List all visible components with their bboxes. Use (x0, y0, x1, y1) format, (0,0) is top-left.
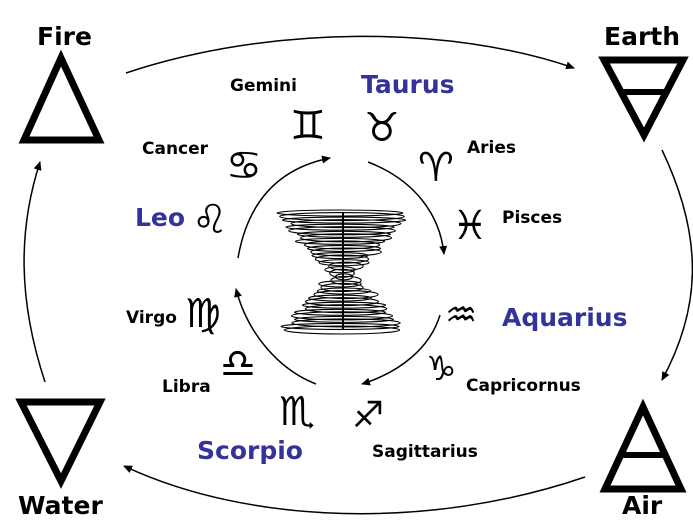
aquarius-glyph-icon: ♒ (445, 298, 477, 334)
scorpio-glyph-icon: ♏ (279, 392, 315, 432)
arrow-earth-to-air (662, 150, 692, 380)
element-label-fire: Fire (37, 24, 92, 49)
capricornus-glyph-icon: ♑ (426, 352, 456, 386)
libra-glyph-icon: ♎ (220, 344, 256, 384)
earth-triangle-icon (604, 60, 683, 135)
taurus-glyph-icon: ♉ (364, 108, 400, 148)
arrow-water-to-fire (24, 162, 45, 382)
element-label-water: Water (18, 493, 103, 518)
sign-label-aries: Aries (467, 140, 516, 157)
sign-label-pisces: Pisces (502, 210, 562, 227)
element-label-earth: Earth (604, 24, 680, 49)
sign-label-taurus: Taurus (361, 72, 455, 97)
fire-triangle-icon (24, 58, 99, 140)
sign-label-virgo: Virgo (126, 310, 177, 327)
gemini-glyph-icon: ♊ (290, 106, 326, 146)
virgo-glyph-icon: ♍ (185, 294, 221, 334)
pisces-glyph-icon: ♓ (452, 206, 488, 246)
air-triangle-icon (605, 407, 681, 489)
sign-label-scorpio: Scorpio (197, 438, 303, 463)
sign-label-aquarius: Aquarius (502, 305, 628, 330)
arrow-air-to-water (124, 466, 585, 514)
sign-label-leo: Leo (135, 205, 185, 230)
sign-label-gemini: Gemini (230, 78, 297, 95)
center-spiral-graphic (277, 210, 406, 334)
sign-label-sagittarius: Sagittarius (372, 444, 478, 461)
element-label-air: Air (622, 493, 662, 518)
sign-label-libra: Libra (162, 379, 211, 396)
sign-label-cancer: Cancer (142, 141, 208, 158)
leo-glyph-icon: ♌ (192, 200, 228, 240)
cancer-glyph-icon: ♋ (226, 146, 262, 186)
water-triangle-icon (21, 402, 100, 481)
aries-glyph-icon: ♈ (418, 148, 454, 188)
arrow-fire-to-earth (126, 36, 574, 73)
sagittarius-glyph-icon: ♐ (352, 398, 384, 434)
sign-label-capricornus: Capricornus (466, 378, 581, 395)
